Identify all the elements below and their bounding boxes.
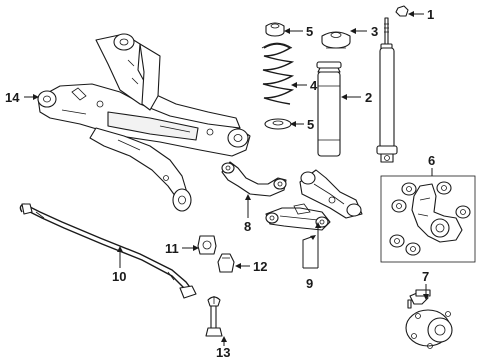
callout-14: 14	[5, 90, 20, 105]
arrow-2	[341, 94, 347, 100]
stabilizer-bar	[19, 203, 197, 299]
lower-spring-seat	[264, 118, 292, 130]
arrow-8	[245, 194, 251, 200]
lateral-link	[265, 203, 331, 231]
arrow-4	[291, 82, 297, 88]
callout-2: 2	[365, 90, 372, 105]
arrow-14	[33, 94, 39, 100]
arrow-9b	[310, 235, 316, 240]
callout-5-upper: 5	[306, 24, 313, 39]
arrow-5b	[290, 121, 296, 127]
callout-7: 7	[422, 269, 429, 284]
stabilizer-link	[205, 296, 223, 337]
callout-6: 6	[428, 153, 435, 168]
arrow-9a	[315, 222, 321, 228]
subframe-crossmember	[37, 33, 251, 212]
knuckle-assembly-box	[380, 175, 476, 263]
arrow-10	[117, 246, 123, 252]
arrow-1	[408, 11, 414, 17]
callout-4: 4	[310, 78, 318, 93]
arrow-11	[193, 245, 199, 251]
coil-spring	[261, 42, 295, 105]
upper-spring-seat	[265, 22, 285, 37]
callout-12: 12	[253, 259, 267, 274]
bump-stop-boot	[316, 61, 342, 157]
arrow-3	[350, 28, 356, 34]
stabilizer-bushing	[197, 235, 217, 255]
callout-13: 13	[216, 345, 230, 360]
callout-5-lower: 5	[307, 117, 314, 132]
arrow-12	[235, 263, 241, 269]
leader-9	[302, 226, 319, 268]
upper-control-arm	[221, 161, 287, 197]
callout-8: 8	[244, 219, 251, 234]
callout-11: 11	[165, 241, 179, 256]
shock-absorber	[376, 5, 409, 163]
bushing-clamp	[217, 253, 235, 273]
callout-3: 3	[371, 24, 378, 39]
shock-mount	[321, 31, 351, 49]
callout-9: 9	[306, 276, 313, 291]
arrow-5a	[284, 28, 290, 34]
steering-knuckle	[389, 181, 471, 256]
arrow-13	[221, 336, 227, 342]
lower-control-arm	[299, 169, 363, 219]
callout-10: 10	[112, 269, 126, 284]
wheel-hub-bearing	[405, 289, 453, 349]
callout-1: 1	[427, 7, 434, 22]
